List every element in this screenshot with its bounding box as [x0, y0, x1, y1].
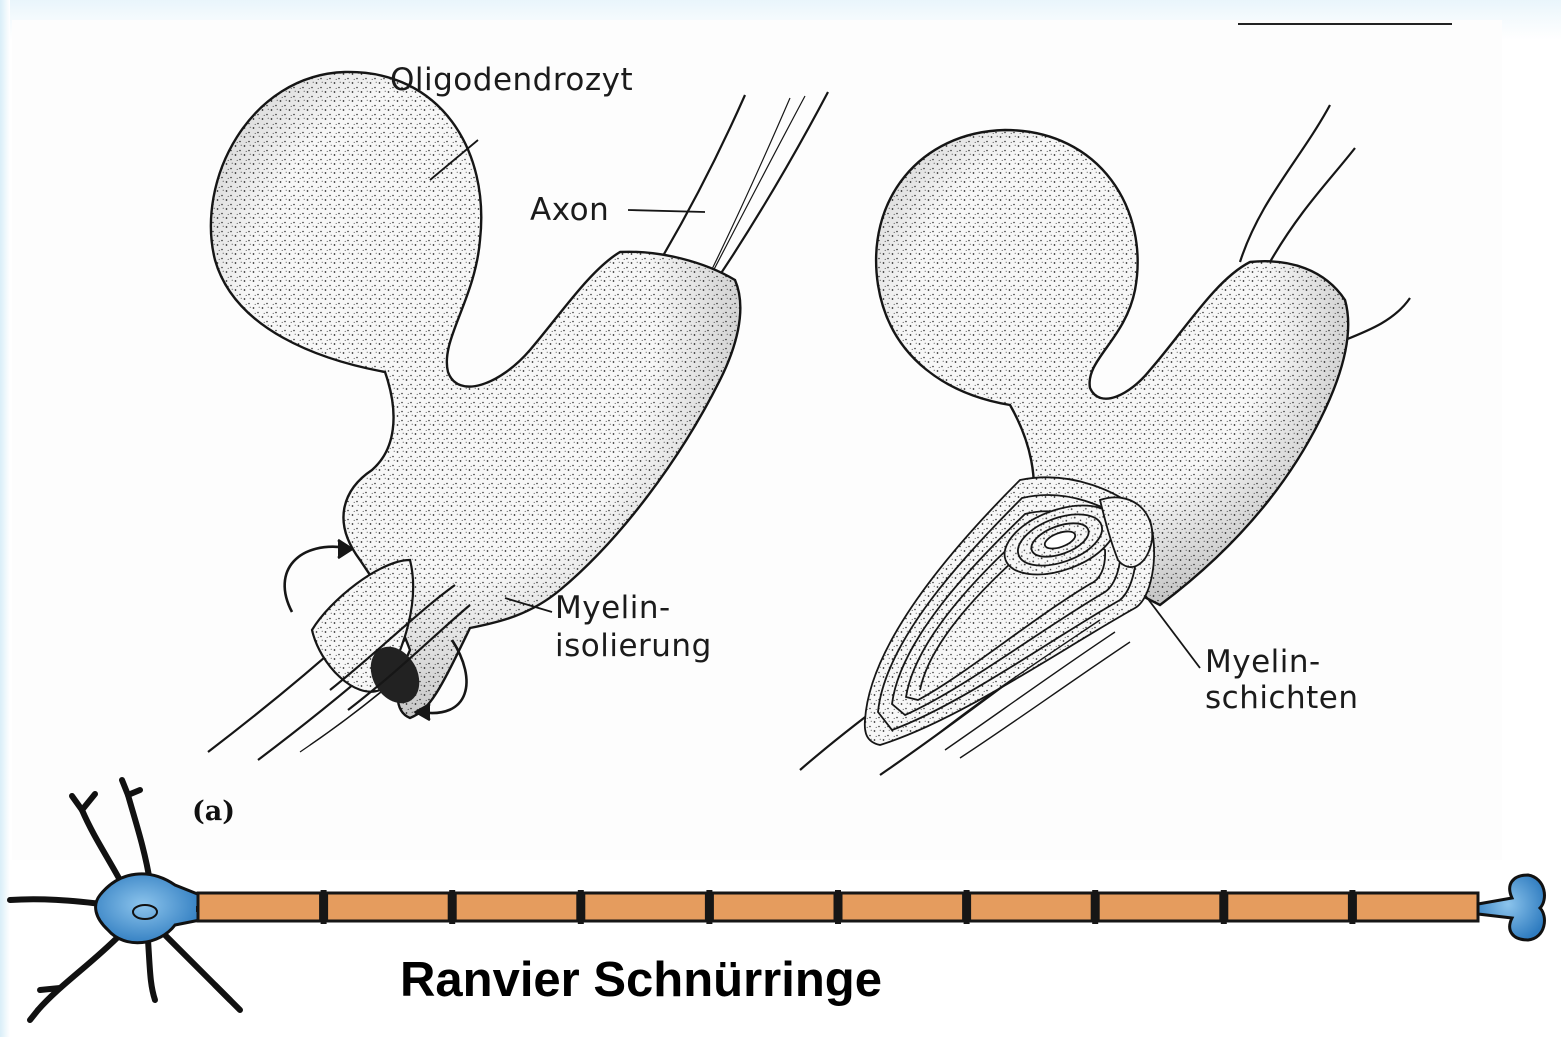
- caption: Ranvier Schnürringe: [400, 952, 882, 1008]
- myelin-segment: [584, 893, 707, 921]
- axon-terminal: [1478, 875, 1544, 940]
- myelin-segments: [198, 890, 1478, 924]
- myelin-segment: [841, 893, 964, 921]
- myelin-segment: [1227, 893, 1350, 921]
- myelin-segment: [970, 893, 1093, 921]
- myelin-segment: [327, 893, 450, 921]
- right-panel: Myelin- schichten: [800, 105, 1410, 775]
- label-myelin-layers-line2: schichten: [1205, 680, 1359, 716]
- myelin-segment: [198, 893, 321, 921]
- myelin-segment: [1355, 893, 1478, 921]
- label-myelin-layers-line1: Myelin-: [1205, 644, 1321, 680]
- neuron-soma: [96, 874, 200, 943]
- myelin-segment: [455, 893, 578, 921]
- label-myelin-insulation-line2: isolierung: [555, 628, 712, 664]
- panel-label: (a): [192, 796, 235, 827]
- label-myelin-insulation-line1: Myelin-: [555, 590, 671, 626]
- label-oligodendrocyte: Oligodendrozyt: [390, 62, 633, 98]
- label-axon: Axon: [530, 192, 609, 228]
- left-panel: Oligodendrozyt Axon Myelin- isolierung: [208, 62, 828, 760]
- myelin-sheath-layers: [865, 477, 1154, 758]
- myelin-segment: [1098, 893, 1221, 921]
- leader-myelin-layers: [1145, 595, 1200, 668]
- myelin-segment: [712, 893, 835, 921]
